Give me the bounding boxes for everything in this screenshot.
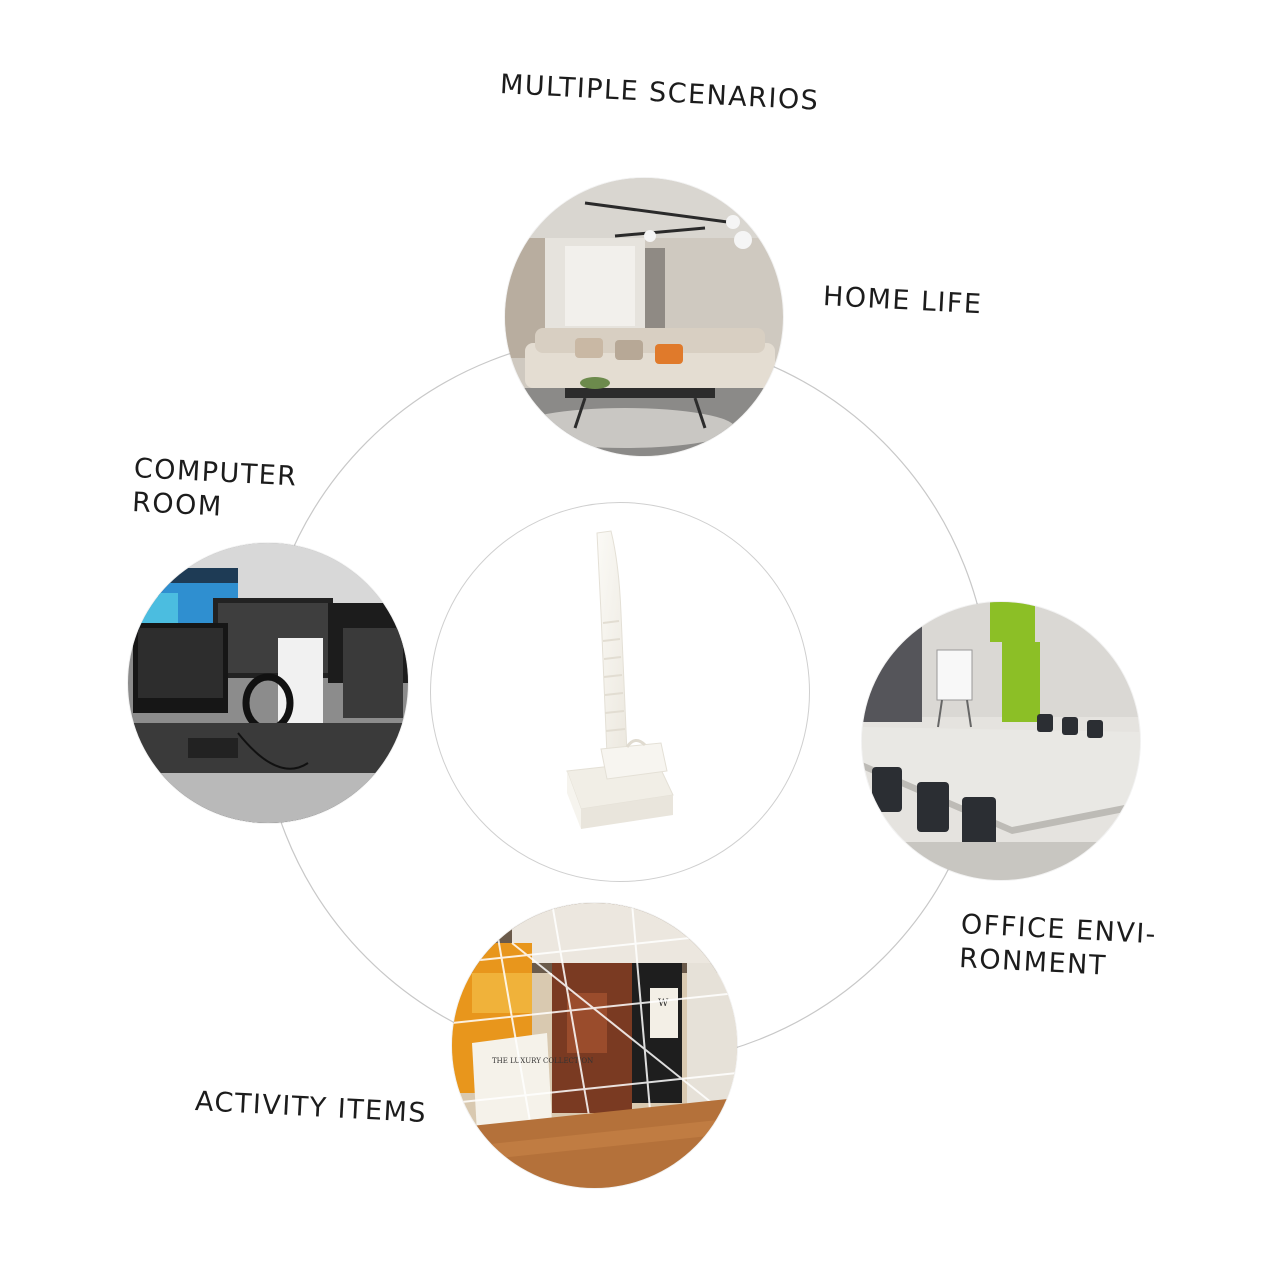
- office-meeting-room-image: [862, 602, 1140, 880]
- office-environment-scene: [862, 602, 1140, 880]
- activity-items-scene: THE LUXURY COLLECTION W: [452, 903, 737, 1188]
- activity-display-image: THE LUXURY COLLECTION W: [452, 903, 737, 1188]
- poster-title: THE LUXURY COLLECTION: [492, 1057, 593, 1065]
- home-life-scene: [505, 178, 783, 456]
- living-room-image: [505, 178, 783, 456]
- office-environment-label: OFFICE ENVI- RONMENT: [958, 908, 1157, 986]
- computer-room-image: [128, 543, 408, 823]
- computer-room-label: COMPUTER ROOM: [131, 452, 298, 528]
- poster-badge: W: [658, 998, 669, 1009]
- cable-clip-stand-icon: [566, 530, 674, 829]
- computer-room-scene: [128, 543, 408, 823]
- product-circle: [430, 502, 810, 882]
